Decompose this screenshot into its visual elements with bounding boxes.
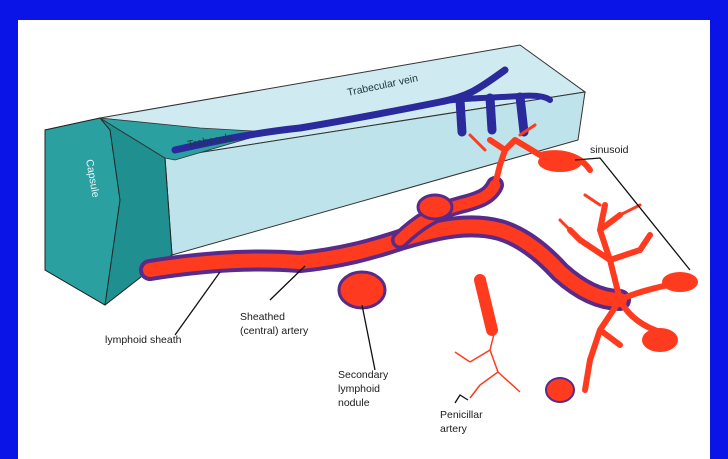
artery-descending-branch	[480, 280, 492, 330]
sinusoid-blob-lower-right	[642, 328, 678, 352]
label-sinusoid: sinusoid	[590, 144, 629, 156]
secondary-lymphoid-nodule	[339, 272, 385, 308]
label-secondary-nodule-line2: lymphoid	[338, 383, 380, 395]
penicillar-leader	[455, 395, 468, 403]
sinusoid-blob-upper	[538, 152, 582, 172]
capsule-front	[45, 118, 120, 305]
label-secondary-nodule-line3: nodule	[338, 397, 370, 409]
sinusoid-blob-right	[662, 272, 698, 292]
spleen-diagram: Trabecular vein Trabecula Capsule sinuso…	[18, 20, 710, 459]
lymphoid-sheath-leader	[175, 272, 220, 335]
label-secondary-nodule-line1: Secondary	[338, 369, 389, 381]
label-penicillar-line2: artery	[440, 423, 468, 435]
upper-nodule	[418, 195, 452, 219]
secondary-nodule-leader	[362, 305, 375, 370]
label-lymphoid-sheath: lymphoid sheath	[105, 334, 182, 346]
sinusoid-blob-bottom	[546, 378, 574, 402]
label-sheathed-artery-line1: Sheathed	[240, 311, 285, 323]
label-penicillar-line1: Penicillar	[440, 409, 483, 421]
label-sheathed-artery-line2: (central) artery	[240, 325, 309, 337]
sinusoid-network	[490, 140, 690, 390]
penicillar-branches	[455, 330, 520, 398]
diagram-panel: Trabecular vein Trabecula Capsule sinuso…	[18, 20, 710, 459]
